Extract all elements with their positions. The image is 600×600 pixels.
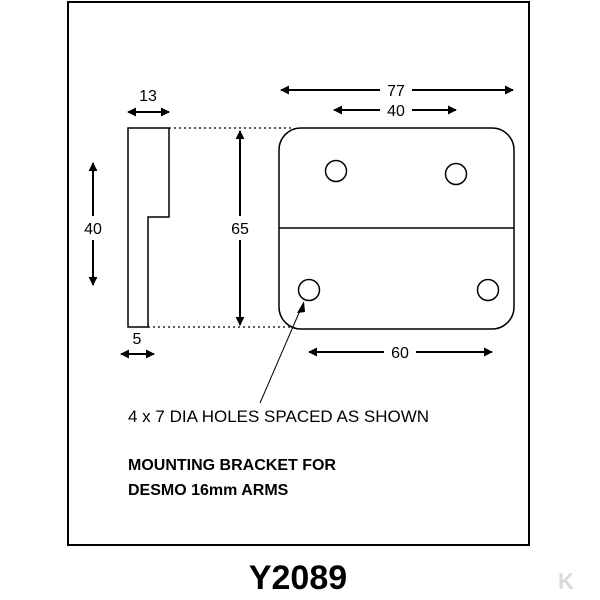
hole-bottom-right	[476, 278, 500, 302]
title-line-1: MOUNTING BRACKET FOR	[128, 457, 336, 474]
bracket-side-profile	[127, 127, 170, 328]
dim-label-40-horizontal: 40	[387, 103, 405, 120]
part-code: Y2089	[249, 559, 347, 597]
dim-label-40-vertical: 40	[84, 221, 102, 238]
dim-label-77: 77	[387, 83, 405, 100]
hole-bottom-left	[297, 278, 321, 302]
dim-label-13: 13	[139, 88, 157, 105]
drawing-frame	[67, 1, 530, 546]
leader-arrowhead	[297, 301, 305, 313]
title-line-2: DESMO 16mm ARMS	[128, 482, 289, 499]
holes-note: 4 x 7 DIA HOLES SPACED AS SHOWN	[128, 407, 429, 426]
hole-top-right	[444, 162, 468, 186]
leader-line	[259, 305, 303, 404]
dim-label-5: 5	[133, 331, 142, 348]
hole-top-left	[324, 159, 348, 183]
dim-label-60: 60	[391, 345, 409, 362]
dim-label-65: 65	[231, 221, 249, 238]
watermark-logo: K	[558, 569, 574, 594]
